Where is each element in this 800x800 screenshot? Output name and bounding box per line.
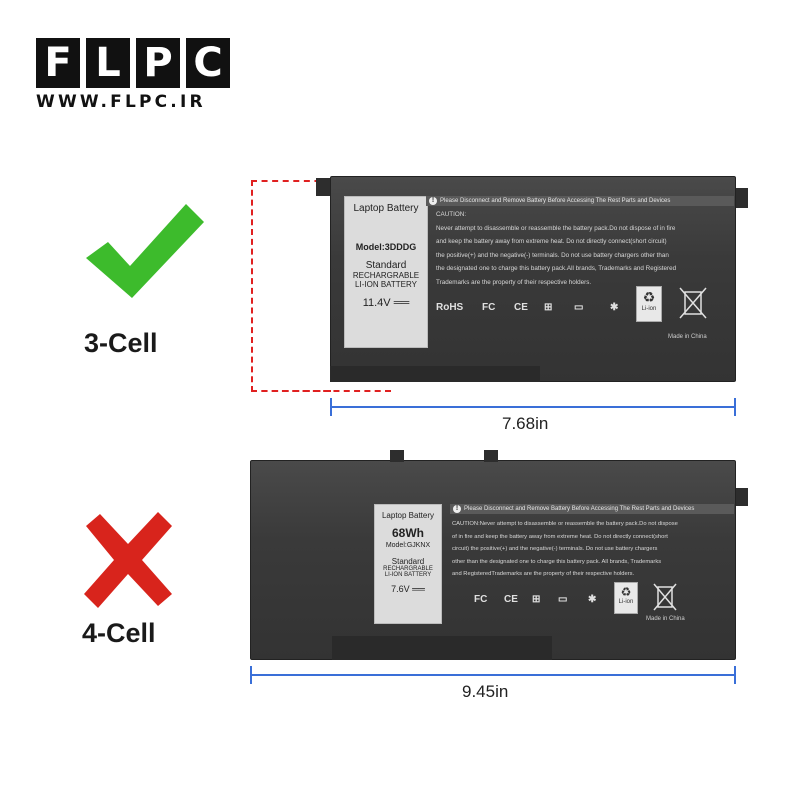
battery-mark: ▭ bbox=[558, 594, 568, 605]
warning-bar: ! Please Disconnect and Remove Battery B… bbox=[426, 196, 734, 206]
label-model: Model:GJKNX bbox=[385, 542, 431, 549]
ce-mark: CE bbox=[504, 594, 518, 605]
caution-block: CAUTION: Never attempt to disassemble or… bbox=[436, 208, 726, 289]
label-line2: LI-ION BATTERY bbox=[355, 280, 417, 289]
logo-letter-f: F bbox=[36, 38, 80, 88]
weee-bin-icon bbox=[679, 287, 707, 319]
label-title: Laptop Battery bbox=[353, 203, 419, 214]
fc-mark: FC bbox=[482, 302, 496, 313]
battery-3-cell: Laptop Battery Model:3DDDG Standard RECH… bbox=[316, 176, 748, 382]
battery-label-bottom: Laptop Battery 68Wh Model:GJKNX Standard… bbox=[374, 504, 442, 624]
cell-label-3: 3-Cell bbox=[84, 328, 158, 358]
hazard-mark: ✱ bbox=[610, 302, 619, 313]
label-title: Laptop Battery bbox=[381, 511, 435, 520]
label-capacity: 68Wh bbox=[391, 526, 424, 540]
recycle-label: Li-ion bbox=[641, 306, 657, 312]
dimension-line-bottom bbox=[250, 674, 736, 676]
safety-mark: ⊞ bbox=[544, 302, 553, 313]
dimension-line-top bbox=[330, 406, 736, 408]
weee-bin-icon bbox=[653, 583, 677, 611]
dimension-label-bottom: 9.45in bbox=[462, 682, 509, 701]
label-voltage: 11.4V ══ bbox=[362, 297, 410, 309]
caution-block: CAUTION:Never attempt to disassemble or … bbox=[452, 518, 728, 581]
made-in-label: Made in China bbox=[668, 334, 707, 340]
dimension-label-top: 7.68in bbox=[502, 414, 549, 433]
battery-4-cell: Laptop Battery 68Wh Model:GJKNX Standard… bbox=[250, 450, 748, 660]
missing-cell-outline bbox=[251, 180, 331, 392]
safety-mark: ⊞ bbox=[532, 594, 541, 605]
label-line2: LI-ION BATTERY bbox=[384, 572, 432, 578]
warning-text: Please Disconnect and Remove Battery Bef… bbox=[440, 198, 671, 204]
label-voltage: 7.6V ══ bbox=[391, 584, 425, 594]
caution-line: and RegisteredTrademarks are the propert… bbox=[452, 571, 635, 577]
made-in-label: Made in China bbox=[646, 616, 685, 622]
caution-line: Never attempt to disassemble or reassemb… bbox=[436, 224, 676, 232]
fc-mark: FC bbox=[474, 594, 488, 605]
caution-line: Trademarks are the property of their res… bbox=[436, 278, 592, 286]
label-model: Model:3DDDG bbox=[355, 242, 417, 252]
caution-line: the positive(+) and the negative(-) term… bbox=[436, 251, 669, 259]
caution-line: and keep the battery away from extreme h… bbox=[436, 238, 667, 245]
warning-text: Please Disconnect and Remove Battery Bef… bbox=[464, 506, 695, 512]
flpc-logo: F L P C bbox=[36, 38, 232, 88]
ce-mark: CE bbox=[514, 302, 528, 313]
warning-icon: ! bbox=[429, 197, 437, 205]
caution-line: of in fire and keep the battery away fro… bbox=[452, 533, 668, 540]
recycle-label: Li-ion bbox=[618, 599, 634, 605]
cross-icon bbox=[84, 512, 172, 608]
label-line1: RECHARGRABLE bbox=[383, 566, 433, 572]
battery-label-top: Laptop Battery Model:3DDDG Standard RECH… bbox=[344, 196, 428, 348]
warning-bar: ! Please Disconnect and Remove Battery B… bbox=[450, 504, 734, 514]
caution-line: circuit) the positive(+) and the negativ… bbox=[452, 546, 658, 552]
missing-cell-outline-bottom bbox=[251, 390, 391, 392]
logo-letter-l: L bbox=[86, 38, 130, 88]
caution-line: the designated one to charge this batter… bbox=[436, 265, 677, 272]
hazard-mark: ✱ bbox=[588, 594, 597, 605]
label-line1: RECHARGRABLE bbox=[352, 271, 420, 280]
recycle-icon: ♻ Li-ion bbox=[614, 582, 638, 614]
label-standard: Standard bbox=[365, 260, 407, 271]
caution-line: other than the designated one to charge … bbox=[452, 558, 662, 565]
logo-letter-p: P bbox=[136, 38, 180, 88]
recycle-icon: ♻ Li-ion bbox=[636, 286, 662, 322]
battery-mark: ▭ bbox=[574, 302, 584, 313]
caution-line: CAUTION:Never attempt to disassemble or … bbox=[452, 521, 678, 527]
rohs-mark: RoHS bbox=[436, 302, 464, 313]
cell-label-4: 4-Cell bbox=[82, 618, 156, 648]
warning-icon: ! bbox=[453, 505, 461, 513]
logo-letter-c: C bbox=[186, 38, 230, 88]
label-standard: Standard bbox=[391, 557, 425, 566]
check-icon bbox=[86, 204, 204, 298]
caution-title: CAUTION: bbox=[436, 211, 467, 218]
logo-url: WWW.FLPC.IR bbox=[36, 92, 206, 112]
